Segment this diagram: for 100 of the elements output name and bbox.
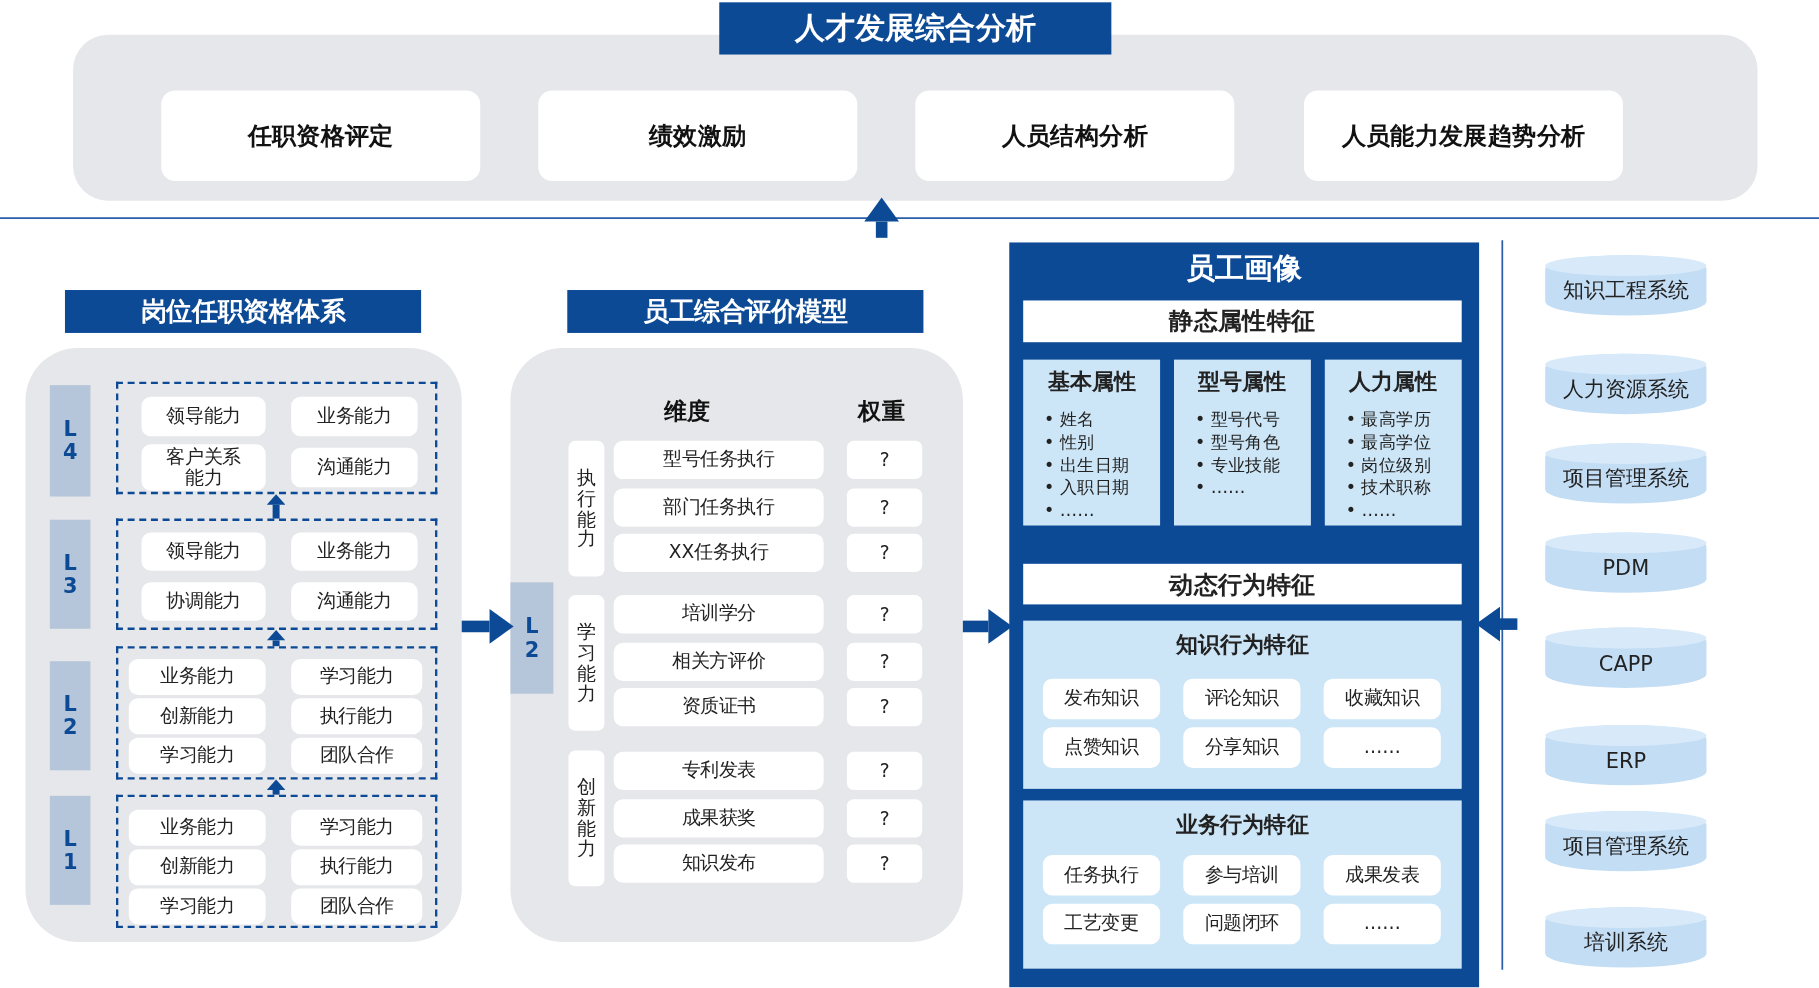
item-label: 评论知识 [1204,688,1279,710]
bullet-item: • 姓名 [1044,408,1096,432]
ability-item [1042,727,1161,768]
item-label: 团队合作 [319,745,394,767]
bullet-item: • …… [1194,477,1247,501]
bullet-item: • 技术职称 [1345,477,1433,501]
weight-value: ? [879,759,890,782]
weight-cell [846,533,923,572]
item-label: 业务能力 [317,405,392,428]
arrow [266,629,286,647]
system-cylinder [1545,627,1707,688]
weight-value: ? [879,650,890,673]
ability-item [141,444,266,491]
ability-item [613,533,824,572]
weight-value: ? [879,496,890,519]
item-label: 创新能力 [160,705,235,727]
ability-item [1042,903,1161,945]
ability-item [613,751,824,790]
item-label: 学习能力 [160,745,235,767]
level-label: L 2 [61,692,79,739]
item-label: 学习能力 [319,666,394,688]
ability-item [1323,727,1441,768]
result-card [915,90,1235,181]
item-label: 团队合作 [319,895,394,918]
item-label: 执行能力 [319,705,394,727]
section-band [1023,563,1462,605]
item-label: 任务执行 [1064,864,1139,886]
item-label: 人员能力发展趋势分析 [1341,120,1586,152]
level-label: L 4 [61,417,79,464]
weight-cell [846,751,923,790]
level-label: L 3 [61,551,79,598]
section-heading: 业务行为特征 [1175,809,1310,839]
card-heading: 型号属性 [1197,366,1288,396]
ability-item [141,396,266,437]
ability-item [291,532,418,571]
panel-heading: 员工综合评价模型 [567,290,924,333]
dimension-label: 创新能力 [577,777,596,860]
system-label: 知识工程系统 [1563,276,1689,304]
level-label: L 1 [61,827,79,874]
system-cylinder [1545,725,1707,786]
ability-item [1323,678,1441,720]
ability-item [1042,678,1161,720]
item-label: 协调能力 [166,590,241,613]
attribute-card [1174,359,1311,526]
ability-item [291,737,423,774]
item-label: 沟通能力 [317,590,392,613]
system-label: 项目管理系统 [1563,464,1689,492]
ability-item [128,849,266,886]
item-label: 问题闭环 [1204,913,1279,935]
dimension-label: 学习能力 [577,622,596,704]
bullet-item: • 最高学历 [1345,408,1433,432]
dashed-group-box [116,646,438,780]
dimension-label: 执行能力 [577,467,596,550]
dimension-tag [568,440,605,577]
level-label: L 2 [523,615,541,661]
item-label: 工艺变更 [1064,913,1139,935]
result-card [161,90,481,181]
dimension-tag [568,750,605,887]
item-label: 分享知识 [1204,737,1279,759]
level-tag [510,582,554,694]
attribute-card [1023,359,1161,526]
item-label: 型号任务执行 [663,449,775,471]
ability-item [141,582,266,621]
item-label: 绩效激励 [649,120,747,152]
result-card [538,90,858,181]
ability-item [141,532,266,571]
system-cylinder [1545,907,1707,968]
ability-item [291,849,423,886]
item-label: …… [1363,737,1401,759]
ability-item [613,488,824,527]
item-label: 沟通能力 [317,456,392,479]
item-label: 动态行为特征 [1169,569,1316,600]
item-label: 业务能力 [160,817,235,839]
dimension-tag [568,595,605,731]
item-label: 任职资格评定 [247,120,394,152]
item-label: 相关方评价 [672,651,766,673]
item-label: 领导能力 [166,405,241,428]
item-label: 业务能力 [160,666,235,688]
ability-item [613,844,824,883]
item-label: 业务能力 [317,540,392,563]
ability-item [1323,855,1441,896]
weight-cell [846,799,923,838]
ability-item [613,687,824,727]
ability-item [1183,855,1301,896]
bullet-item: • 性别 [1044,431,1096,455]
bullet-item: • 型号角色 [1194,431,1282,455]
ability-item [291,582,418,621]
item-label: 培训学分 [681,603,756,625]
system-cylinder [1545,443,1707,504]
ability-item [1183,903,1301,945]
weight-value: ? [879,541,890,564]
ability-item [1042,855,1161,896]
system-label: CAPP [1598,650,1653,675]
item-label: 专利发表 [681,760,756,782]
item-label: 成果发表 [1345,864,1420,886]
dashed-group-box [116,518,438,630]
bullet-item: • 型号代号 [1194,408,1282,432]
ability-item [128,658,266,695]
item-label: 领导能力 [166,540,241,563]
weight-value: ? [879,807,890,830]
